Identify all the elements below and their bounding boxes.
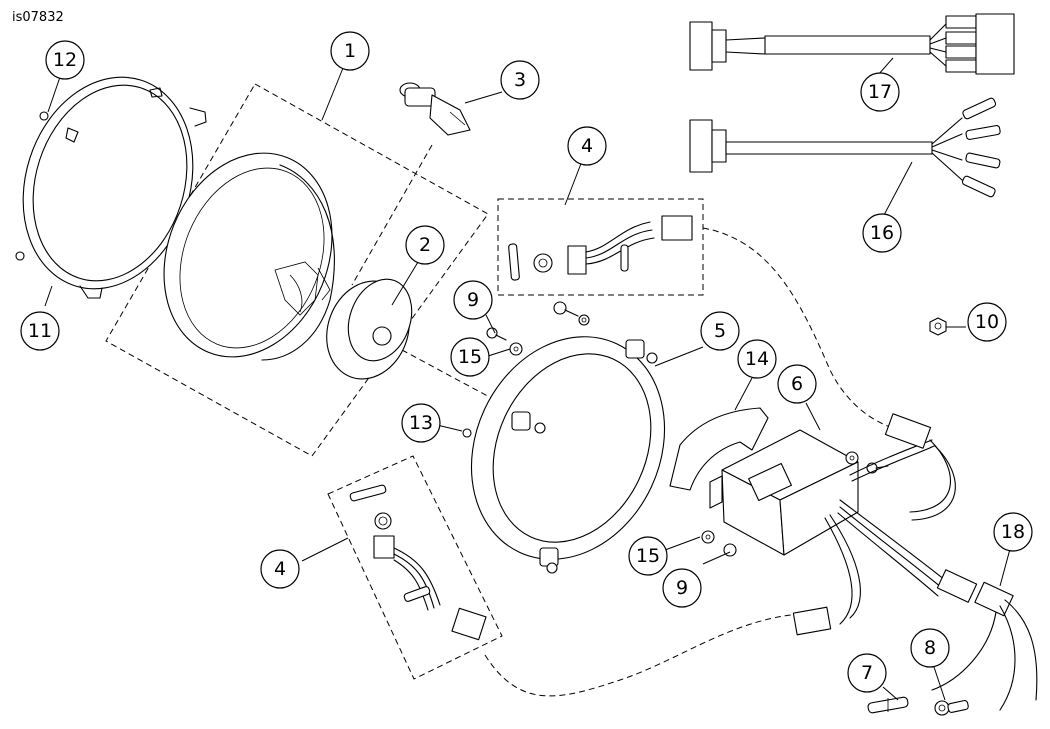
headlamp-boot xyxy=(326,278,413,380)
callout-7: 7 xyxy=(847,653,887,693)
svg-text:17: 17 xyxy=(868,81,892,103)
screw-upper xyxy=(553,301,590,326)
svg-text:9: 9 xyxy=(676,577,688,599)
svg-text:15: 15 xyxy=(458,346,482,368)
mounting-ring xyxy=(470,336,666,574)
callout-4-bottom: 4 xyxy=(260,549,300,589)
callout-1: 1 xyxy=(330,31,370,71)
callout-6: 6 xyxy=(777,364,817,404)
svg-text:12: 12 xyxy=(53,49,77,71)
wire-harness-a xyxy=(689,13,1015,75)
ring-terminal xyxy=(934,700,969,716)
figure-code: is07832 xyxy=(12,10,64,25)
svg-text:1: 1 xyxy=(344,40,356,62)
svg-text:16: 16 xyxy=(870,222,894,244)
svg-text:15: 15 xyxy=(636,545,660,567)
svg-text:13: 13 xyxy=(409,412,433,434)
callout-18: 18 xyxy=(993,512,1033,552)
screw-mid xyxy=(486,327,523,356)
axis-line-bulb xyxy=(351,144,433,286)
module-harness xyxy=(792,413,978,636)
support-bracket xyxy=(669,407,769,491)
washer-small xyxy=(462,428,472,438)
svg-text:7: 7 xyxy=(861,662,873,684)
svg-text:8: 8 xyxy=(924,637,936,659)
callout-16: 16 xyxy=(862,213,902,253)
routing-line-top xyxy=(702,227,901,431)
trim-ring-screw xyxy=(15,111,49,261)
bulb-socket-kit-top xyxy=(508,215,693,281)
callout-11: 11 xyxy=(20,311,60,351)
headlamp-unit xyxy=(163,152,335,361)
module-screw-lower xyxy=(701,530,737,557)
callout-14: 14 xyxy=(737,339,777,379)
svg-text:2: 2 xyxy=(419,234,431,256)
hex-nut xyxy=(929,317,947,336)
trim-ring xyxy=(22,76,207,299)
bulb-socket-kit-bottom xyxy=(349,484,487,641)
callout-3: 3 xyxy=(500,60,540,100)
wire-harness-b xyxy=(689,97,1001,198)
svg-text:3: 3 xyxy=(514,69,526,91)
leader-lines xyxy=(44,57,1011,701)
routing-line-bottom xyxy=(484,613,801,697)
callout-5: 5 xyxy=(700,311,740,351)
svg-text:6: 6 xyxy=(791,373,803,395)
svg-text:14: 14 xyxy=(745,348,769,370)
axis-line-ring xyxy=(401,349,496,401)
svg-text:10: 10 xyxy=(975,311,999,333)
callout-12: 12 xyxy=(45,40,85,80)
svg-text:5: 5 xyxy=(714,320,726,342)
svg-text:11: 11 xyxy=(28,320,52,342)
control-module xyxy=(709,429,859,556)
callout-17: 17 xyxy=(860,72,900,112)
group-outline-bulb-socket-top xyxy=(497,198,704,296)
svg-text:18: 18 xyxy=(1001,521,1025,543)
callout-9-lower: 9 xyxy=(662,568,702,608)
pigtail-harness xyxy=(931,581,1038,711)
callout-4-top: 4 xyxy=(567,126,607,166)
callout-10: 10 xyxy=(967,302,1007,342)
callout-13: 13 xyxy=(401,403,441,443)
callout-8: 8 xyxy=(910,628,950,668)
callout-15-upper: 15 xyxy=(450,337,490,377)
headlamp-bulb xyxy=(399,82,471,136)
group-outline-bulb-socket-bottom xyxy=(327,455,503,680)
svg-text:4: 4 xyxy=(274,558,286,580)
callout-2: 2 xyxy=(405,225,445,265)
svg-text:9: 9 xyxy=(467,289,479,311)
butt-connector xyxy=(867,696,909,714)
svg-text:4: 4 xyxy=(581,135,593,157)
callout-15-lower: 15 xyxy=(628,536,668,576)
callout-9-upper: 9 xyxy=(453,280,493,320)
